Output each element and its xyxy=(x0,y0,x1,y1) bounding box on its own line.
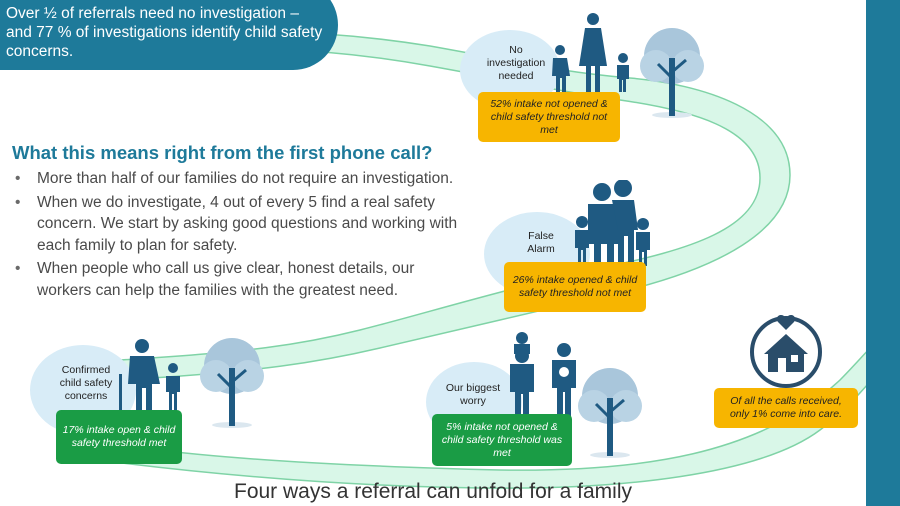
care-label: Of all the calls received, only 1% come … xyxy=(714,388,858,428)
tree-icon xyxy=(640,28,704,118)
outcome-bubble-label: No investigation needed xyxy=(486,44,546,82)
tree-icon xyxy=(200,338,264,428)
outcome-label-biggest-worry: 5% intake not opened & child safety thre… xyxy=(432,414,572,466)
house-icon xyxy=(750,315,822,388)
bullet-list: More than half of our families do not re… xyxy=(12,168,472,301)
family-icon xyxy=(510,332,576,418)
bullet-item: More than half of our families do not re… xyxy=(12,168,472,190)
family-icon xyxy=(575,180,650,268)
footer-caption: Four ways a referral can unfold for a fa… xyxy=(234,480,632,503)
summary-header: Over ½ of referrals need no investigatio… xyxy=(0,0,338,70)
right-accent-bar xyxy=(866,0,900,506)
outcome-label-confirmed: 17% intake open & child safety threshold… xyxy=(56,410,182,464)
bullet-item: When people who call us give clear, hone… xyxy=(12,258,472,301)
bullet-item: When we do investigate, 4 out of every 5… xyxy=(12,192,472,257)
main-heading: What this means right from the first pho… xyxy=(12,142,433,163)
outcome-label-no-investigation: 52% intake not opened & child safety thr… xyxy=(478,92,620,142)
family-icon xyxy=(552,13,629,92)
outcome-label-false-alarm: 26% intake opened & child safety thresho… xyxy=(504,262,646,312)
outcome-bubble-label: Confirmed child safety concerns xyxy=(59,364,113,402)
outcome-bubble-label: False Alarm xyxy=(527,230,555,255)
outcome-bubble-label: Our biggest worry xyxy=(445,382,501,407)
grandparent-child-icon xyxy=(119,339,180,410)
main-explanation: What this means right from the first pho… xyxy=(12,142,472,303)
tree-icon xyxy=(578,368,642,458)
